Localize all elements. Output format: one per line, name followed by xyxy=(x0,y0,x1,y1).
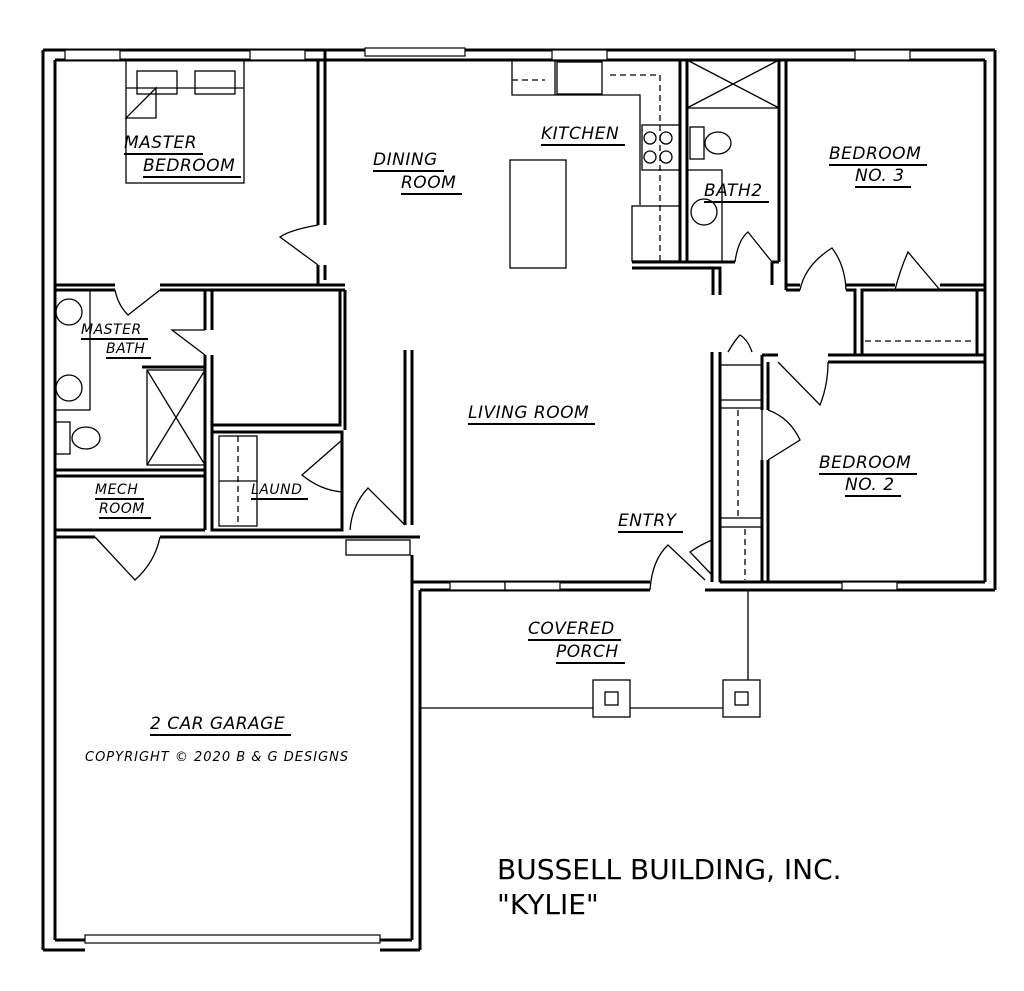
label-garage: 2 CAR GARAGE xyxy=(150,716,292,736)
label-bedroom3-2: NO. 3 xyxy=(855,168,911,188)
label-master-bedroom-1: MASTER xyxy=(124,135,204,155)
copyright-notice: COPYRIGHT © 2020 B & G DESIGNS xyxy=(85,750,350,765)
label-bath2: BATH2 xyxy=(704,183,769,203)
plan-name: "KYLIE" xyxy=(497,888,599,921)
label-bedroom2-2: NO. 2 xyxy=(845,477,901,497)
label-bedroom2-1: BEDROOM xyxy=(819,455,918,475)
label-master-bedroom-2: BEDROOM xyxy=(143,158,242,178)
label-covered-porch-1: COVERED xyxy=(528,621,621,641)
label-entry: ENTRY xyxy=(618,513,683,533)
covered-porch-structure xyxy=(420,590,761,718)
label-bedroom3-1: BEDROOM xyxy=(829,146,928,166)
interior-walls xyxy=(54,50,985,583)
doors xyxy=(94,224,941,591)
exterior-walls xyxy=(41,48,997,952)
builder-name: BUSSELL BUILDING, INC. xyxy=(497,853,842,886)
bed-furniture xyxy=(124,59,245,184)
windows xyxy=(64,47,911,944)
label-master-bath-1: MASTER xyxy=(81,323,148,340)
label-mech-room-2: ROOM xyxy=(99,502,151,519)
label-living-room: LIVING ROOM xyxy=(468,405,596,425)
label-master-bath-2: BATH xyxy=(106,342,152,359)
label-mech-room-1: MECH xyxy=(95,483,145,500)
label-dining-room-1: DINING xyxy=(373,152,444,172)
label-kitchen: KITCHEN xyxy=(541,126,626,146)
label-laundry: LAUND xyxy=(251,483,309,500)
label-covered-porch-2: PORCH xyxy=(556,644,625,664)
label-dining-room-2: ROOM xyxy=(401,175,463,195)
